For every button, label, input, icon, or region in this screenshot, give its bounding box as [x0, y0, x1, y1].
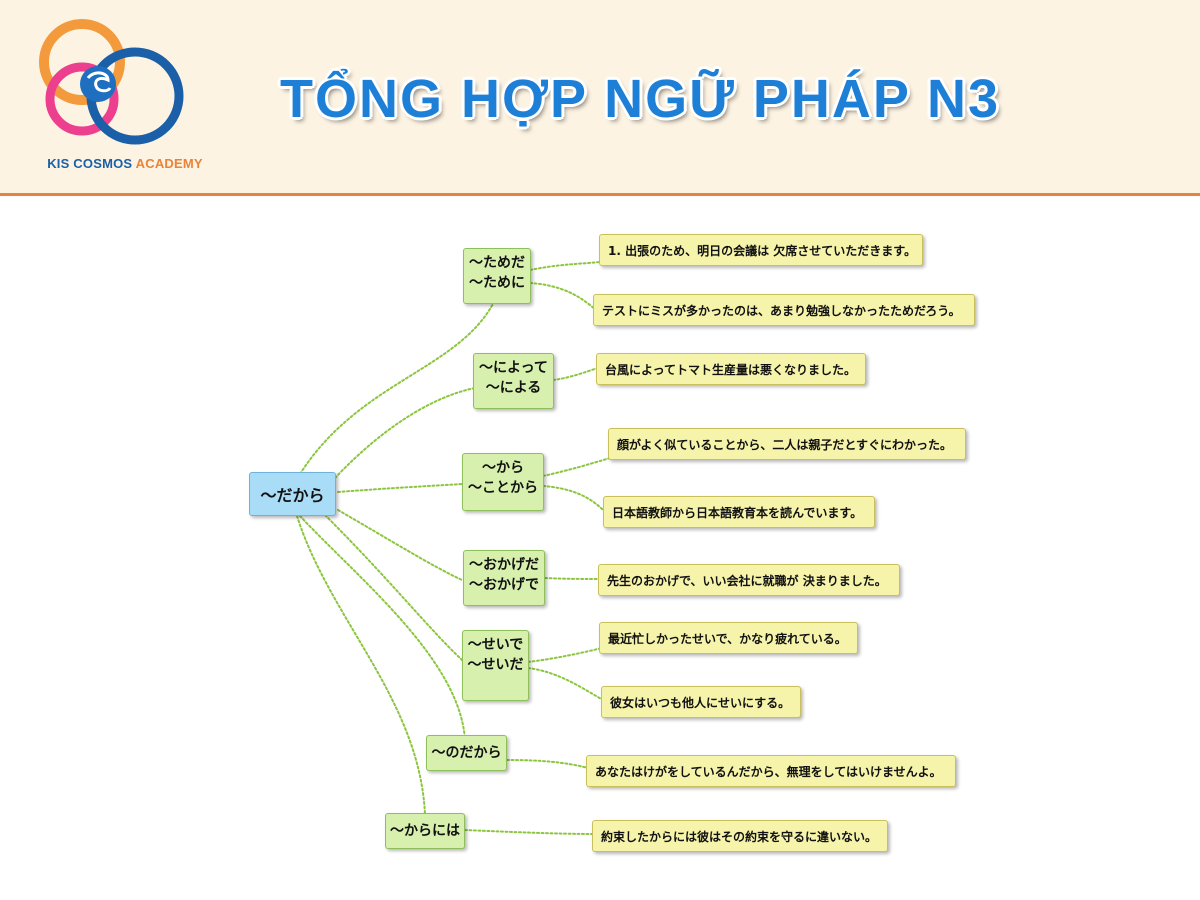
academy-name: KIS COSMOS ACADEMY: [30, 156, 220, 171]
branch-niyotte: 〜によって 〜による: [473, 353, 554, 409]
connector-okage-ex1: [544, 577, 601, 580]
example-note: 顔がよく似ていることから、二人は親子だとすぐにわかった。: [608, 428, 966, 460]
connector-root-nodakara: [299, 515, 466, 741]
branch-label-line: 〜ことから: [468, 480, 538, 496]
example-note: 最近忙しかったせいで、かなり疲れている。: [599, 622, 858, 654]
root-node-label: 〜だから: [260, 486, 325, 505]
connector-niyotte-ex1: [552, 367, 599, 381]
branch-label-line: 〜ために: [469, 275, 525, 291]
example-text: 彼女はいつも他人にせいにする。: [610, 695, 791, 710]
branch-okage: 〜おかげだ 〜おかげで: [463, 550, 545, 606]
connector-sei-ex1: [527, 647, 603, 663]
connector-kara-ex1: [542, 457, 611, 477]
example-text: 台風によってトマト生産量は悪くなりました。: [605, 362, 857, 377]
example-note: 先生のおかげで、いい会社に就職が 決まりました。: [598, 564, 900, 596]
connector-sei-ex2: [527, 667, 604, 701]
branch-label-line: 〜せいだ: [467, 657, 524, 673]
connector-root-kara: [337, 483, 463, 493]
academy-logo: KIS COSMOS ACADEMY: [30, 14, 203, 174]
academy-name-part1: KIS COSMOS: [47, 156, 133, 171]
cosmos-rings-icon: [39, 19, 184, 145]
example-text: 日本語教師から日本語教育本を読んでいます。: [612, 505, 863, 520]
example-note: 彼女はいつも他人にせいにする。: [601, 686, 801, 718]
connector-ta-ex1: [529, 261, 601, 271]
connector-kara-ex2: [542, 485, 606, 513]
branch-label-line: 〜から: [482, 460, 524, 476]
page-title: TỔNG HỢP NGỮ PHÁP N3: [280, 69, 1000, 129]
connector-nodakara-ex1: [506, 759, 589, 769]
branch-label-line: 〜による: [485, 380, 542, 396]
example-text: あなたはけがをしているんだから、無理をしてはいけませんよ。: [595, 764, 942, 779]
branch-label-line: 〜からには: [390, 823, 460, 839]
branch-label-line: 〜おかげで: [469, 577, 539, 593]
example-text: 1. 出張のため、明日の会議は 欠席させていただきます。: [608, 243, 917, 258]
example-note: 日本語教師から日本語教育本を読んでいます。: [603, 496, 875, 528]
root-node: 〜だから: [249, 472, 336, 516]
branch-karaniwa: 〜からには: [385, 813, 465, 849]
example-note: 1. 出張のため、明日の会議は 欠席させていただきます。: [599, 234, 923, 266]
branch-sei: 〜せいで 〜せいだ: [462, 630, 529, 701]
branch-nodakara: 〜のだから: [426, 735, 507, 771]
connector-root-niyotte: [334, 387, 476, 479]
branch-label-line: 〜によって: [479, 360, 548, 376]
example-text: 先生のおかげで、いい会社に就職が 決まりました。: [607, 573, 887, 588]
example-text: 約束したからには彼はその約束を守るに違いない。: [601, 829, 878, 844]
header-banner: KIS COSMOS ACADEMY TỔNG HỢP NGỮ PHÁP N3: [0, 0, 1200, 196]
connector-root-okage: [337, 509, 463, 581]
branch-tame: 〜ためだ 〜ために: [463, 248, 531, 304]
connector-root-ta: [299, 299, 496, 475]
example-note: あなたはけがをしているんだから、無理をしてはいけませんよ。: [586, 755, 956, 787]
academy-name-part2: ACADEMY: [135, 156, 203, 171]
connector-karaniwa-ex1: [464, 829, 594, 835]
branch-label-line: 〜おかげだ: [469, 557, 539, 573]
branch-label-line: 〜のだから: [431, 745, 502, 761]
example-note: テストにミスが多かったのは、あまり勉強しなかったためだろう。: [593, 294, 975, 326]
example-note: 約束したからには彼はその約束を守るに違いない。: [592, 820, 888, 852]
branch-label-line: 〜ためだ: [469, 255, 525, 271]
example-text: テストにミスが多かったのは、あまり勉強しなかったためだろう。: [602, 303, 961, 318]
example-text: 顔がよく似ていることから、二人は親子だとすぐにわかった。: [617, 437, 953, 452]
connector-root-sei: [324, 514, 463, 661]
example-note: 台風によってトマト生産量は悪くなりました。: [596, 353, 866, 385]
example-text: 最近忙しかったせいで、かなり疲れている。: [608, 631, 847, 646]
branch-kara: 〜から 〜ことから: [462, 453, 544, 511]
connector-root-karaniwa: [296, 515, 426, 816]
branch-label-line: 〜せいで: [467, 637, 524, 653]
connector-ta-ex2: [529, 282, 599, 313]
